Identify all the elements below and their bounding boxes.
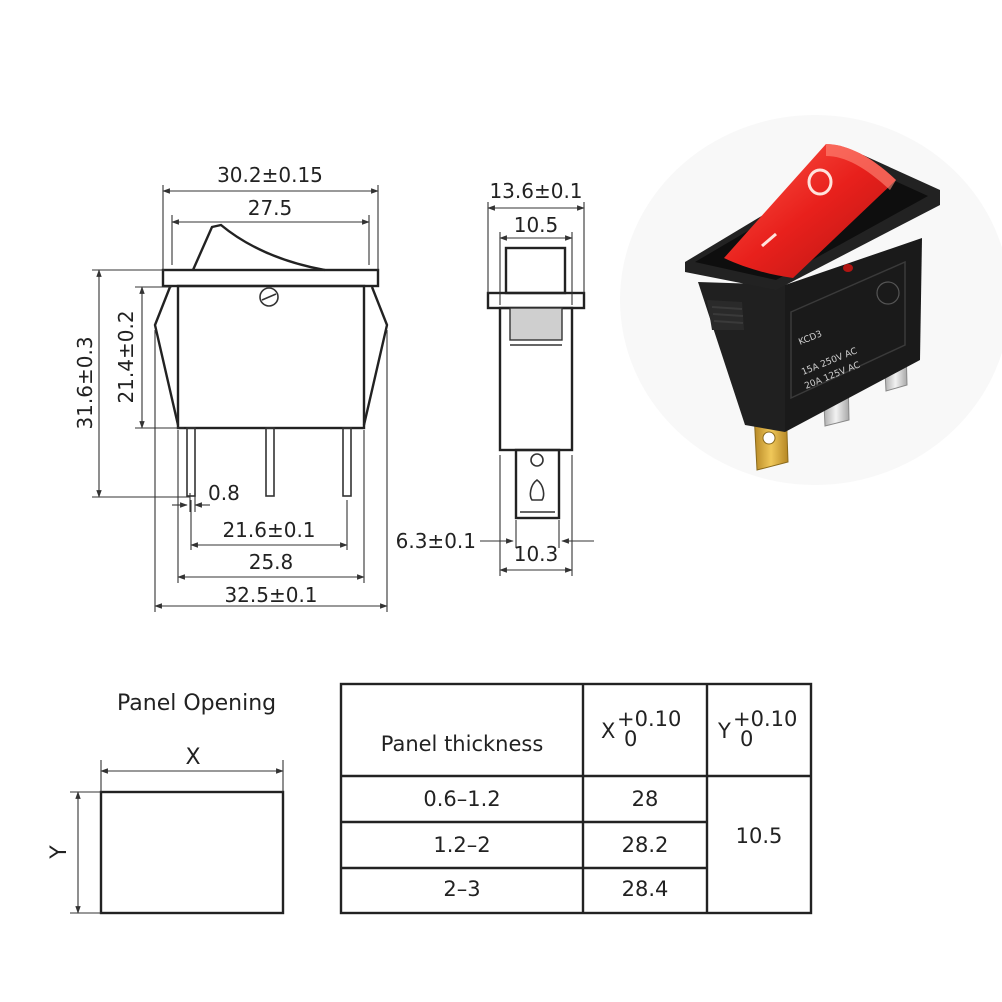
header-x-tolerance-upper: +0.10	[617, 707, 681, 731]
dim-pin-span: 21.6±0.1	[222, 518, 315, 542]
front-switch-outline	[153, 223, 389, 497]
row-3-x: 28.4	[622, 877, 669, 901]
dim-body-depth: 10.5	[514, 213, 559, 237]
header-x: X +0.10 0	[601, 707, 681, 751]
dim-overall-width: 30.2±0.15	[217, 163, 323, 187]
panel-y-label: Y	[47, 845, 72, 860]
cqc-mark-icon	[876, 281, 900, 305]
dim-terminal-width: 6.3±0.1	[396, 529, 476, 553]
panel-x-label: X	[185, 745, 200, 770]
row-1-x: 28	[632, 787, 659, 811]
red-rocker	[724, 144, 896, 278]
row-1-thickness: 0.6–1.2	[423, 787, 500, 811]
panel-opening-title: Panel Opening	[117, 691, 276, 716]
row-3-thickness: 2–3	[443, 877, 480, 901]
header-panel-thickness: Panel thickness	[381, 732, 544, 756]
dim-rocker-width: 27.5	[248, 196, 293, 220]
indicator-lamp	[843, 264, 853, 272]
dim-body-height: 21.4±0.2	[114, 310, 138, 403]
front-dimension-lines	[96, 188, 388, 609]
side-extension-lines	[487, 202, 585, 576]
y-value-merged: 10.5	[736, 824, 783, 848]
panel-opening: Panel Opening X Y	[47, 691, 285, 915]
side-view: 13.6±0.1 10.5 6.3±0.1 10.3	[396, 179, 594, 576]
row-2-thickness: 1.2–2	[433, 833, 490, 857]
dim-bottom-width: 10.3	[514, 542, 559, 566]
front-extension-lines	[92, 185, 388, 612]
dim-pin-width: 0.8	[208, 481, 240, 505]
panel-table: Panel thickness X +0.10 0 Y +0.10 0 0.6–…	[339, 682, 813, 915]
side-dimension-lines	[480, 205, 594, 573]
dim-clip-width: 32.5±0.1	[224, 583, 317, 607]
dim-overall-height: 31.6±0.3	[73, 336, 97, 429]
dim-bezel-depth: 13.6±0.1	[489, 179, 582, 203]
off-symbol-icon	[807, 168, 833, 196]
panel-opening-rect	[99, 790, 285, 915]
front-view: 30.2±0.15 27.5 31.6±0.3 21.4±0.2 0.8 21.…	[73, 163, 389, 612]
side-switch-outline	[486, 246, 586, 520]
on-symbol-icon	[761, 232, 777, 248]
header-y-tolerance-lower: 0	[740, 727, 753, 751]
header-y: Y +0.10 0	[717, 707, 797, 751]
row-2-x: 28.2	[622, 833, 669, 857]
header-x-tolerance-lower: 0	[624, 727, 637, 751]
dim-body-width: 25.8	[249, 550, 294, 574]
header-y-symbol: Y	[717, 719, 731, 743]
header-x-symbol: X	[601, 719, 615, 743]
product-photo: KCD3 15A 250V AC 20A 125V AC	[620, 115, 1002, 485]
header-y-tolerance-upper: +0.10	[733, 707, 797, 731]
